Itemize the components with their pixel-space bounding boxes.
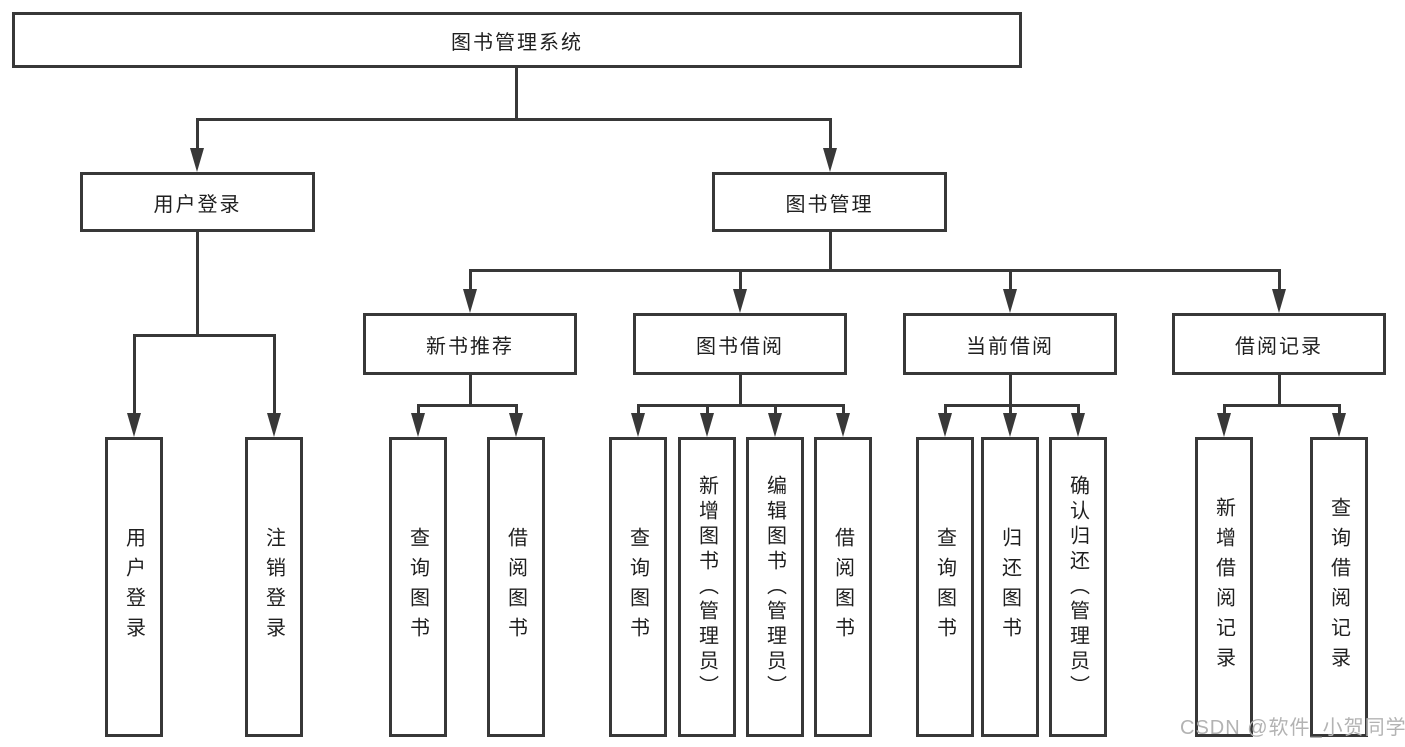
arrow-down-icon [1003,289,1017,313]
connector-current-hbar [944,404,1080,407]
arrow-down-icon [411,413,425,437]
leaf-user-login: 用户登录 [105,437,163,737]
connector-drop-leaf [944,406,947,414]
connector-drop-level3 [1278,271,1281,290]
connector-drop-leaf [1077,406,1080,414]
connector-drop-leaf [515,406,518,414]
connector-drop-book-management [829,120,832,150]
leaf-logout: 注销登录 [245,437,303,737]
arrow-down-icon [823,148,837,172]
node-borrowing-records: 借阅记录 [1172,313,1386,375]
arrow-down-icon [509,413,523,437]
connector-user-login-stem [196,232,199,337]
connector-drop-leaf [774,406,777,414]
connector-recommend-stem [469,375,472,406]
arrow-down-icon [1332,413,1346,437]
arrow-down-icon [733,289,747,313]
arrow-down-icon [463,289,477,313]
node-current-borrowing: 当前借阅 [903,313,1117,375]
leaf-query-books-recommend: 查询图书 [389,437,447,737]
leaf-add-books-admin: 新增图书（管理员） [678,437,736,737]
connector-records-hbar [1223,404,1341,407]
connector-user-login-hbar [133,334,276,337]
arrow-down-icon [127,413,141,437]
connector-root-stem [515,68,518,120]
leaf-query-books-current: 查询图书 [916,437,974,737]
node-book-management-system: 图书管理系统 [12,12,1022,68]
leaf-return-books: 归还图书 [981,437,1039,737]
node-book-management: 图书管理 [712,172,947,232]
connector-level3-hbar [469,269,1281,272]
connector-recommend-hbar [417,404,518,407]
leaf-query-books-borrowing: 查询图书 [609,437,667,737]
connector-drop-leaf [133,336,136,413]
connector-drop-leaf [1223,406,1226,414]
connector-drop-level3 [469,271,472,290]
arrow-down-icon [938,413,952,437]
arrow-down-icon [1272,289,1286,313]
node-new-book-recommend: 新书推荐 [363,313,577,375]
leaf-confirm-return-admin: 确认归还（管理员） [1049,437,1107,737]
connector-current-stem [1009,375,1012,406]
connector-drop-user-login [196,120,199,150]
connector-drop-leaf [1338,406,1341,414]
connector-borrowing-hbar [637,404,845,407]
connector-drop-level3 [739,271,742,290]
arrow-down-icon [836,413,850,437]
connector-level2-hbar [196,118,832,121]
arrow-down-icon [1003,413,1017,437]
leaf-add-borrow-record: 新增借阅记录 [1195,437,1253,737]
leaf-borrow-books-borrowing: 借阅图书 [814,437,872,737]
leaf-edit-books-admin: 编辑图书（管理员） [746,437,804,737]
arrow-down-icon [1217,413,1231,437]
leaf-borrow-books-recommend: 借阅图书 [487,437,545,737]
node-user-login: 用户登录 [80,172,315,232]
connector-drop-leaf [842,406,845,414]
arrow-down-icon [190,148,204,172]
connector-drop-leaf [706,406,709,414]
arrow-down-icon [267,413,281,437]
connector-drop-level3 [1009,271,1012,290]
arrow-down-icon [1071,413,1085,437]
connector-records-stem [1278,375,1281,406]
arrow-down-icon [768,413,782,437]
connector-drop-leaf [1009,406,1012,414]
connector-drop-leaf [637,406,640,414]
arrow-down-icon [631,413,645,437]
csdn-watermark: CSDN @软件_小贺同学 [1180,717,1405,739]
arrow-down-icon [700,413,714,437]
connector-drop-leaf [417,406,420,414]
node-book-borrowing: 图书借阅 [633,313,847,375]
connector-borrowing-stem [739,375,742,406]
connector-drop-leaf [273,336,276,413]
connector-book-management-stem [829,232,832,272]
leaf-query-borrow-record: 查询借阅记录 [1310,437,1368,737]
